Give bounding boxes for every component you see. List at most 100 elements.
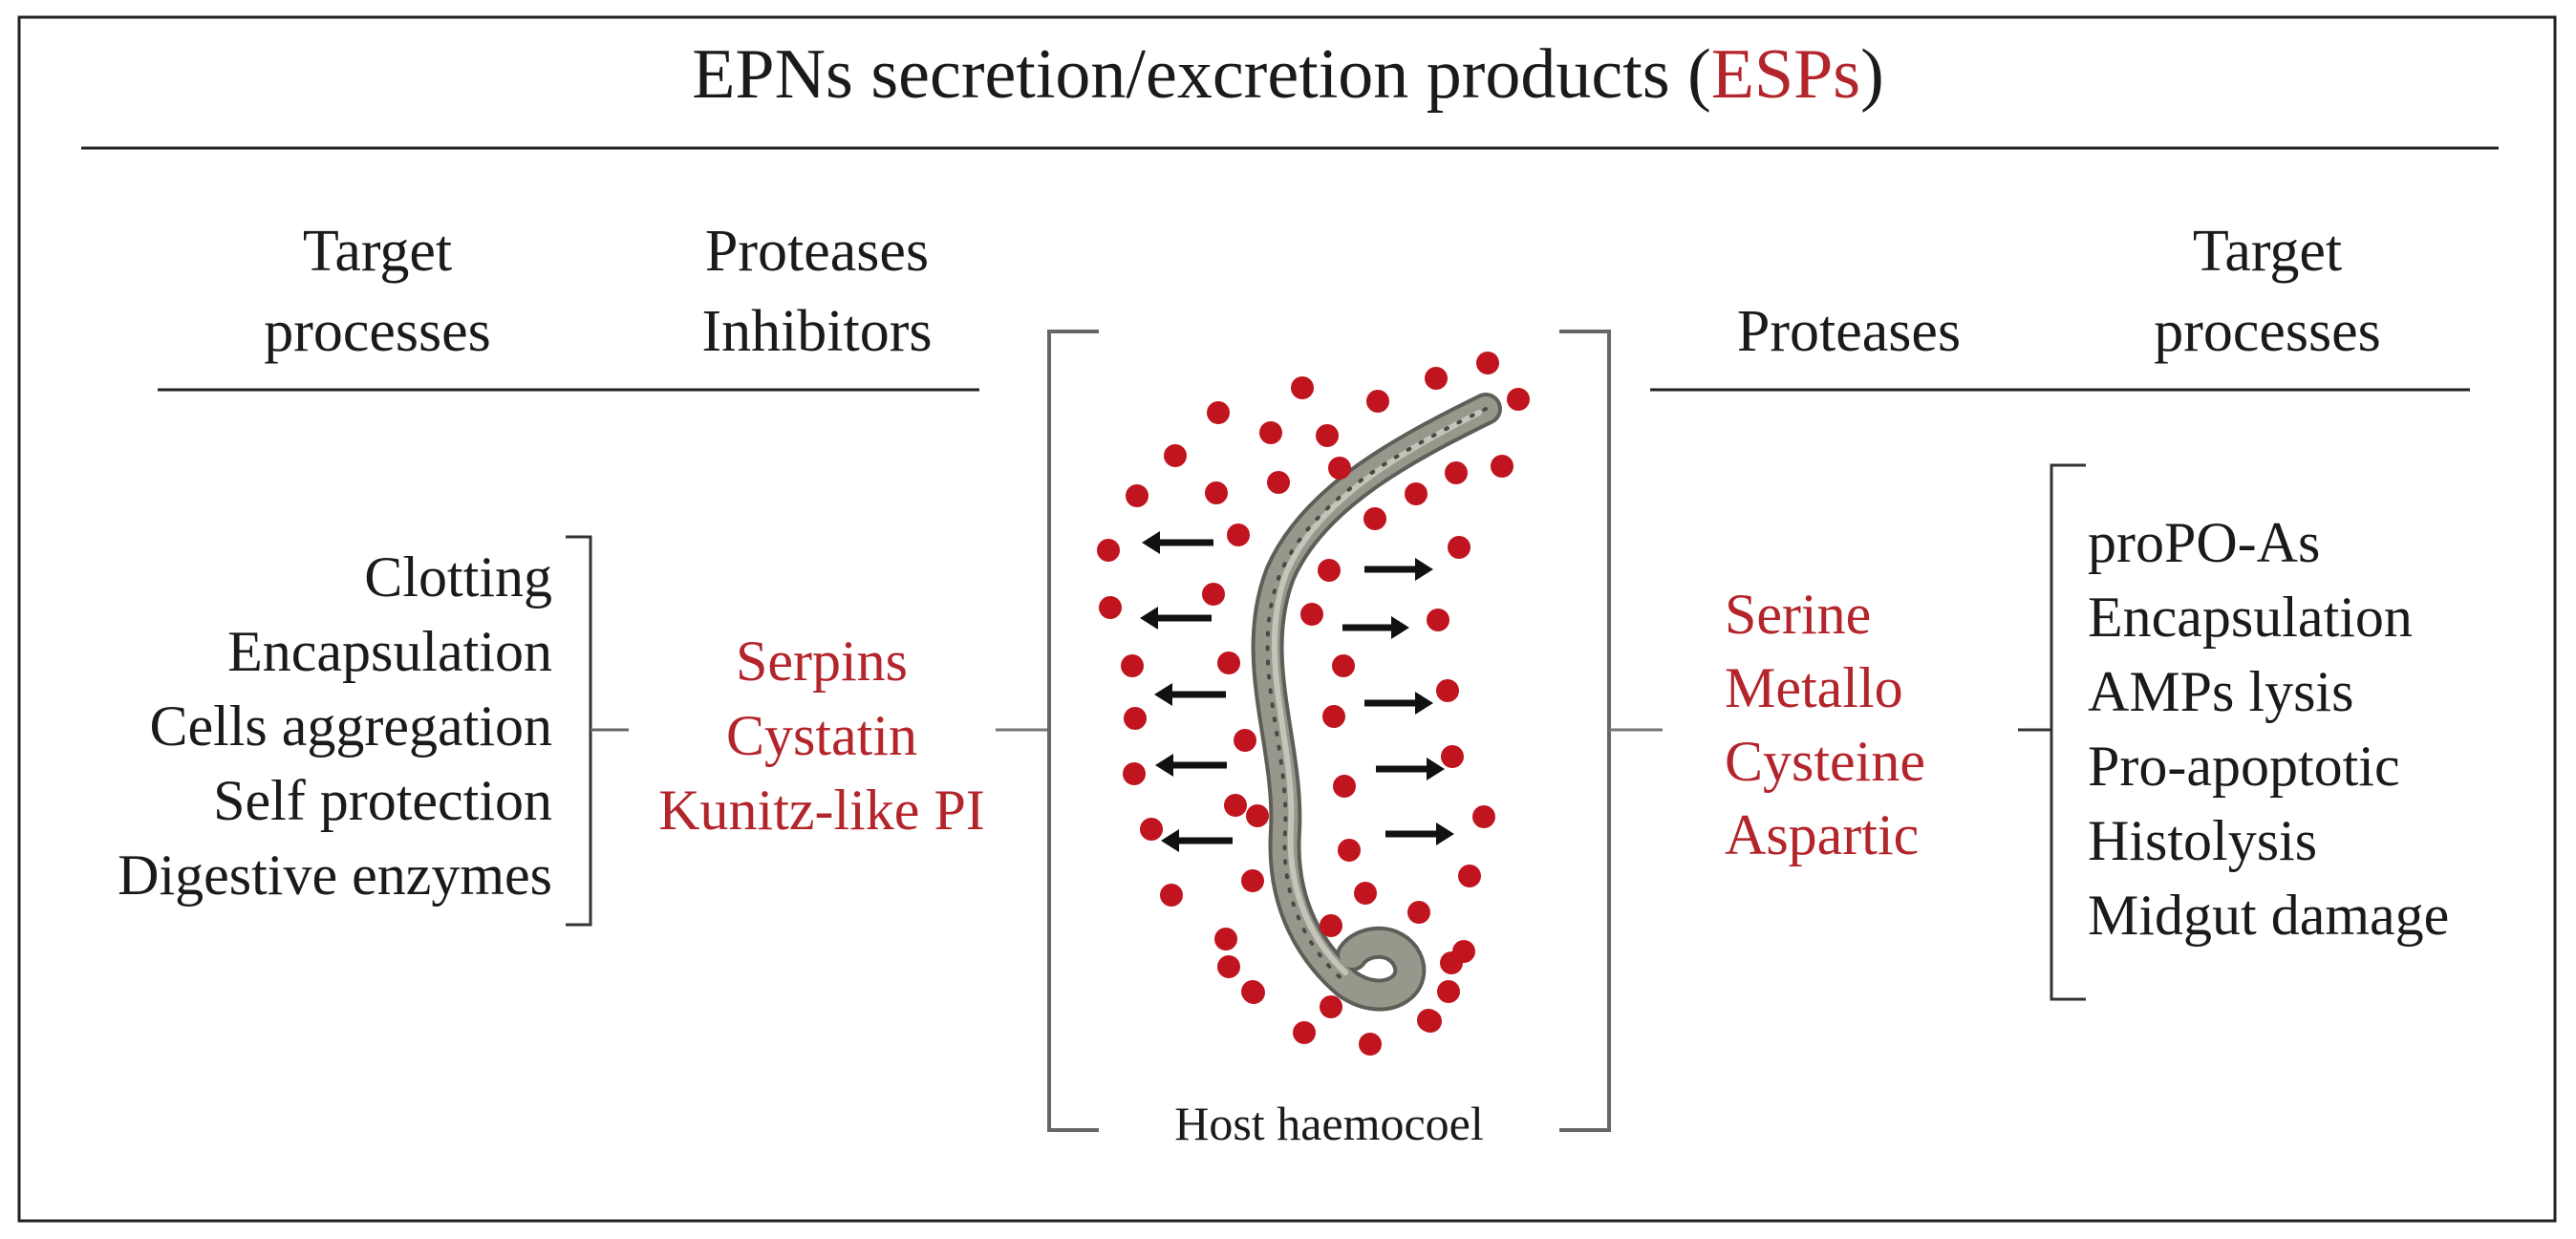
- nematode-worm-icon: [1251, 393, 1502, 1012]
- right-target-bracket: [2050, 463, 2086, 1001]
- esp-particle-dot-icon: [1441, 745, 1464, 768]
- list-item: AMPs lysis: [2088, 660, 2353, 723]
- esp-particle-dot-icon: [1322, 705, 1345, 728]
- esp-particle-dot-icon: [1425, 367, 1448, 390]
- list-item: Pro-apoptotic: [2088, 735, 2400, 798]
- list-item: Clotting: [364, 545, 552, 609]
- esp-particle-dot-icon: [1126, 484, 1148, 507]
- list-item: Metallo: [1725, 656, 1903, 719]
- esp-particle-dot-icon: [1124, 707, 1147, 730]
- esp-particle-dot-icon: [1242, 981, 1265, 1004]
- esp-particle-dot-icon: [1472, 805, 1495, 828]
- esp-particle-dot-icon: [1217, 652, 1240, 674]
- arrow-left-icon: [1140, 607, 1212, 630]
- esp-particle-dot-icon: [1407, 901, 1430, 924]
- left-col2-header-line2: Inhibitors: [701, 299, 932, 364]
- esp-particle-dot-icon: [1217, 955, 1240, 978]
- esp-particle-dot-icon: [1267, 471, 1290, 494]
- esp-particle-dot-icon: [1405, 482, 1428, 505]
- left-col2-header-line1: Proteases: [705, 219, 929, 284]
- esp-particle-dot-icon: [1234, 729, 1256, 752]
- list-item: Encapsulation: [227, 620, 552, 683]
- esp-particles: [1097, 352, 1530, 1056]
- right-section: Proteases Target processes Serine Metall…: [1609, 219, 2470, 1001]
- esp-particle-dot-icon: [1491, 455, 1513, 478]
- host-haemocoel-label: Host haemocoel: [1174, 1097, 1484, 1150]
- left-col1-header-line2: processes: [264, 299, 491, 364]
- esp-particle-dot-icon: [1332, 654, 1355, 677]
- esp-particle-dot-icon: [1316, 424, 1339, 447]
- esp-particle-dot-icon: [1123, 762, 1146, 785]
- esp-particle-dot-icon: [1097, 539, 1120, 562]
- list-item: Cysteine: [1725, 730, 1925, 793]
- list-item: Encapsulation: [2088, 586, 2413, 649]
- arrow-left-icon: [1142, 531, 1213, 554]
- arrow-right-icon: [1364, 558, 1433, 581]
- esp-particle-dot-icon: [1224, 794, 1247, 817]
- esp-particle-dot-icon: [1359, 1033, 1382, 1056]
- esp-particle-dot-icon: [1241, 869, 1264, 892]
- esp-particle-dot-icon: [1363, 507, 1386, 530]
- list-item: proPO-As: [2088, 511, 2320, 574]
- esp-particle-dot-icon: [1458, 865, 1481, 887]
- esp-particle-dot-icon: [1320, 914, 1342, 937]
- esp-particle-dot-icon: [1354, 882, 1377, 905]
- esp-particle-dot-icon: [1246, 804, 1269, 827]
- esp-particle-dot-icon: [1448, 536, 1470, 559]
- list-item: Cystatin: [726, 704, 917, 767]
- arrow-right-icon: [1376, 758, 1445, 780]
- left-target-process-list: Clotting Encapsulation Cells aggregation…: [118, 545, 552, 907]
- esp-particle-dot-icon: [1214, 928, 1237, 951]
- left-arrows: [1140, 531, 1233, 852]
- esp-particle-dot-icon: [1445, 461, 1468, 484]
- esp-particle-dot-icon: [1507, 388, 1530, 411]
- right-col1-header: Proteases: [1737, 299, 1961, 364]
- list-item: Digestive enzymes: [118, 844, 552, 907]
- arrow-left-icon: [1154, 683, 1226, 706]
- list-item: Cells aggregation: [149, 694, 552, 758]
- esp-particle-dot-icon: [1333, 775, 1356, 798]
- esp-particle-dot-icon: [1419, 1010, 1442, 1033]
- arrow-right-icon: [1385, 822, 1454, 845]
- list-item: Histolysis: [2088, 809, 2317, 872]
- right-arrows: [1342, 558, 1454, 845]
- right-protease-list: Serine Metallo Cysteine Aspartic: [1725, 583, 1925, 866]
- esp-particle-dot-icon: [1259, 421, 1282, 444]
- left-col1-header-line1: Target: [303, 219, 452, 284]
- esp-particle-dot-icon: [1320, 995, 1342, 1018]
- diagram-frame: [17, 15, 2557, 1223]
- arrow-left-icon: [1161, 829, 1233, 852]
- esp-particle-dot-icon: [1202, 583, 1225, 606]
- list-item: Serine: [1725, 583, 1871, 646]
- arrow-left-icon: [1155, 754, 1227, 777]
- esp-particle-dot-icon: [1300, 603, 1323, 626]
- list-item: Self protection: [213, 769, 552, 832]
- left-section: Target processes Proteases Inhibitors Cl…: [118, 219, 1049, 927]
- title-close: ): [1860, 35, 1884, 114]
- esp-particle-dot-icon: [1293, 1021, 1316, 1044]
- esp-particle-dot-icon: [1427, 609, 1449, 631]
- list-item: Serpins: [736, 630, 908, 693]
- title-highlight-esps: ESPs: [1711, 35, 1860, 114]
- left-inhibitor-list: Serpins Cystatin Kunitz-like PI: [658, 630, 985, 842]
- esp-particle-dot-icon: [1160, 884, 1183, 907]
- esp-particle-dot-icon: [1437, 980, 1460, 1003]
- esp-particle-dot-icon: [1436, 679, 1459, 702]
- esp-particle-dot-icon: [1366, 390, 1389, 413]
- right-target-process-list: proPO-As Encapsulation AMPs lysis Pro-ap…: [2088, 511, 2449, 947]
- arrow-right-icon: [1342, 616, 1409, 639]
- esp-particle-dot-icon: [1440, 951, 1463, 974]
- esp-particle-dot-icon: [1227, 523, 1250, 546]
- right-col2-header-line1: Target: [2193, 219, 2342, 284]
- right-col2-header-line2: processes: [2154, 299, 2381, 364]
- list-item: Kunitz-like PI: [658, 779, 985, 842]
- esp-particle-dot-icon: [1205, 481, 1228, 504]
- esp-particle-dot-icon: [1291, 376, 1314, 399]
- diagram-title: EPNs secretion/excretion products (ESPs): [692, 35, 1884, 114]
- center-left-bracket: [1047, 330, 1099, 1132]
- esp-particle-dot-icon: [1164, 444, 1187, 467]
- list-item: Midgut damage: [2088, 884, 2449, 947]
- esp-particle-dot-icon: [1207, 401, 1230, 424]
- esp-particle-dot-icon: [1099, 596, 1122, 619]
